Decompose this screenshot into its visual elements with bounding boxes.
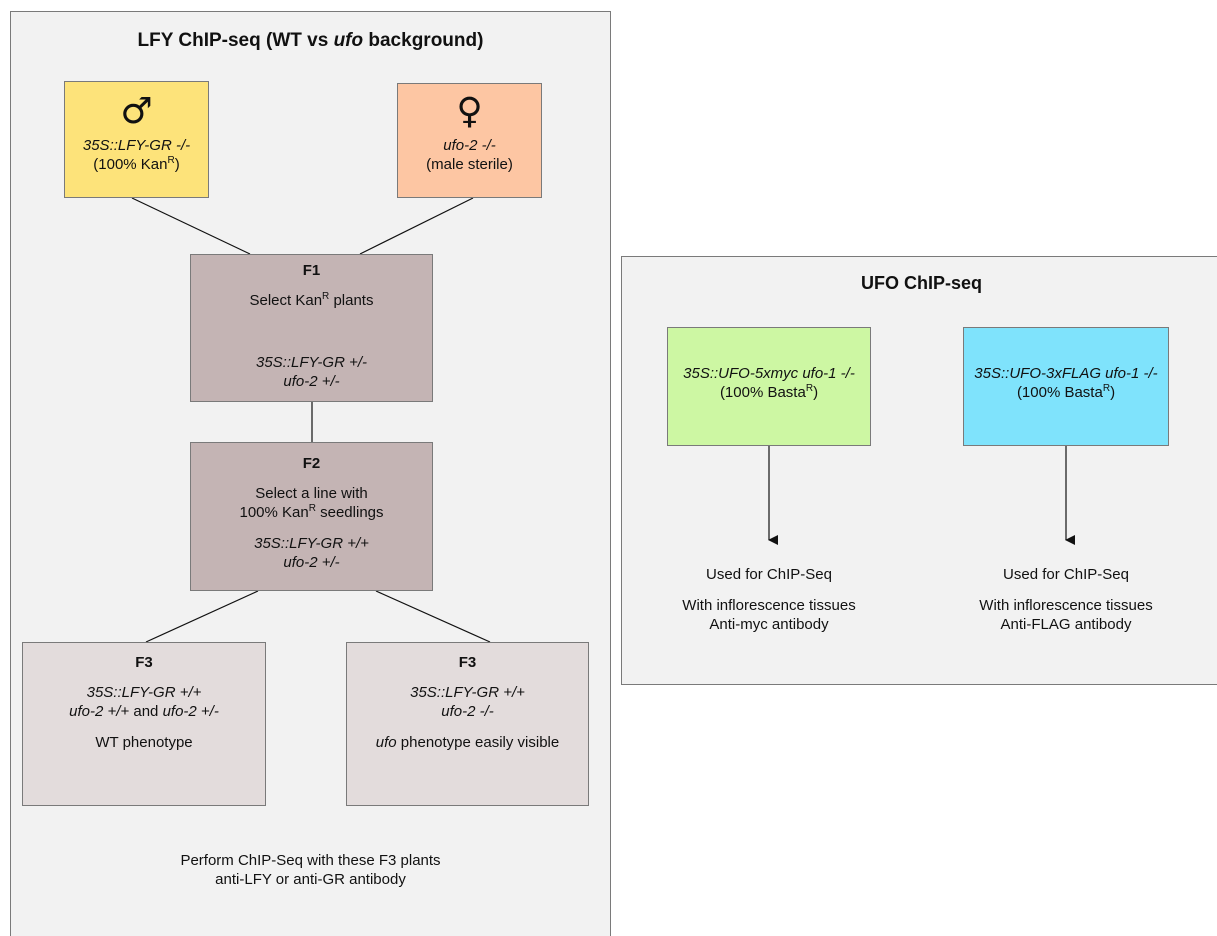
flag-antibody: Anti-FLAG antibody xyxy=(1000,616,1132,633)
f3-left-title: F3 xyxy=(135,654,153,671)
f3-right-box: F3 35S::LFY-GR +/+ ufo-2 -/- ufo phenoty… xyxy=(346,642,589,806)
male-genotype: 35S::LFY-GR -/- xyxy=(82,137,191,154)
f3-left-phenotype: WT phenotype xyxy=(95,734,193,751)
f3-right-title: F3 xyxy=(458,654,477,671)
f3-left-genotype-line1: 35S::LFY-GR +/+ xyxy=(86,684,202,701)
myc-antibody: Anti-myc antibody xyxy=(709,616,829,633)
f2-select-line2: 100% KanR seedlings xyxy=(239,503,384,522)
myc-basta-note: (100% BastaR) xyxy=(719,383,819,402)
f2-select-line1: Select a line with xyxy=(255,485,368,502)
f3-left-box: F3 35S::LFY-GR +/+ ufo-2 +/+ and ufo-2 +… xyxy=(22,642,266,806)
f2-genotype-line2: ufo-2 +/- xyxy=(283,554,340,571)
lfy-footer-line1: Perform ChIP-Seq with these F3 plants xyxy=(180,852,441,869)
f2-title: F2 xyxy=(302,455,321,472)
f2-genotype-line1: 35S::LFY-GR +/+ xyxy=(254,535,369,552)
flag-used-for: Used for ChIP-Seq xyxy=(1003,566,1129,583)
myc-genotype: 35S::UFO-5xmyc ufo-1 -/- xyxy=(683,365,855,382)
flag-genotype: 35S::UFO-3xFLAG ufo-1 -/- xyxy=(974,365,1158,382)
f1-title: F1 xyxy=(302,262,321,279)
male-symbol-icon: ♂ xyxy=(120,91,153,132)
flag-basta-note: (100% BastaR) xyxy=(1016,383,1116,402)
flag-tissue: With inflorescence tissues xyxy=(979,597,1153,614)
lfy-footer-line2: anti-LFY or anti-GR antibody xyxy=(215,871,406,888)
f1-box: F1 Select KanR plants 35S::LFY-GR +/- uf… xyxy=(190,254,433,402)
ufo-flag-box: 35S::UFO-3xFLAG ufo-1 -/- (100% BastaR) xyxy=(963,327,1169,446)
f3-left-genotype-line2: ufo-2 +/+ and ufo-2 +/- xyxy=(69,703,219,720)
female-symbol-icon: ♀ xyxy=(456,91,483,132)
female-note: (male sterile) xyxy=(426,156,513,173)
f3-right-genotype-line1: 35S::LFY-GR +/+ xyxy=(410,684,525,701)
f3-right-genotype-line2: ufo-2 -/- xyxy=(441,703,494,720)
myc-used-for: Used for ChIP-Seq xyxy=(706,566,832,583)
ufo-panel-title: UFO ChIP-seq xyxy=(860,273,982,293)
female-genotype: ufo-2 -/- xyxy=(443,137,496,154)
male-kan-note: (100% KanR) xyxy=(93,155,180,174)
myc-caption: Used for ChIP-Seq With inflorescence tis… xyxy=(649,565,889,634)
female-parent-box: ♀ ufo-2 -/- (male sterile) xyxy=(397,83,542,198)
flag-caption: Used for ChIP-Seq With inflorescence tis… xyxy=(946,565,1186,634)
f2-box: F2 Select a line with 100% KanR seedling… xyxy=(190,442,433,591)
ufo-myc-box: 35S::UFO-5xmyc ufo-1 -/- (100% BastaR) xyxy=(667,327,871,446)
lfy-panel-title: LFY ChIP-seq (WT vs ufo background) xyxy=(137,30,484,51)
f1-genotype-line1: 35S::LFY-GR +/- xyxy=(255,354,367,371)
myc-tissue: With inflorescence tissues xyxy=(682,597,856,614)
male-parent-box: ♂ 35S::LFY-GR -/- (100% KanR) xyxy=(64,81,209,198)
f1-genotype-line2: ufo-2 +/- xyxy=(283,373,340,390)
lfy-footer: Perform ChIP-Seq with these F3 plants an… xyxy=(10,851,611,889)
f3-right-phenotype: ufo phenotype easily visible xyxy=(375,734,560,751)
f1-select-text: Select KanR plants xyxy=(249,291,374,310)
